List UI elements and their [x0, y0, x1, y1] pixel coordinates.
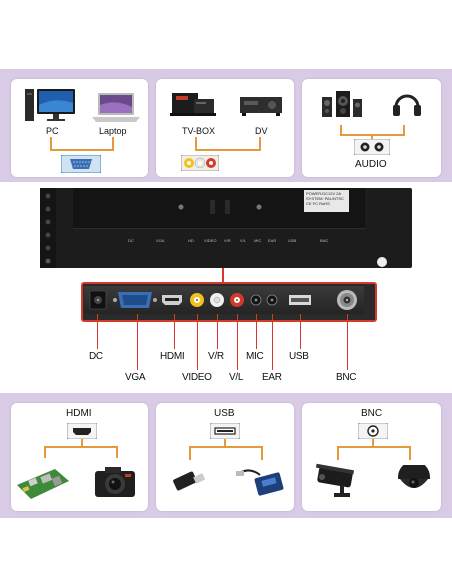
security-camera-icon [315, 463, 355, 497]
bnc-port-icon [358, 423, 388, 439]
card-pc-laptop: PC Laptop [11, 79, 148, 177]
laptop-label: Laptop [99, 126, 127, 136]
card-usb: USB [156, 403, 294, 511]
audio-jack-icon [354, 139, 390, 155]
laptop-icon [92, 93, 140, 122]
back-label-hd: HD [188, 238, 194, 243]
port-label-usb: USB [289, 351, 309, 362]
port-label-vga: VGA [125, 372, 146, 383]
port-label-bnc: BNC [336, 372, 357, 383]
port-panel-connectors [89, 290, 357, 310]
headphones-icon [393, 94, 421, 116]
back-label-vr: V/R [224, 238, 231, 243]
hdmi-port-icon [67, 423, 97, 439]
camera-icon [95, 467, 135, 497]
vga-port-icon [61, 155, 101, 173]
pc-icon [25, 89, 75, 121]
tvbox-icon [170, 93, 216, 116]
port-label-video: VIDEO [182, 372, 212, 383]
back-label-ear: EAR [268, 238, 277, 243]
monitor-screws [178, 200, 262, 214]
raspberry-pi-icon [17, 469, 69, 499]
pc-label: PC [46, 126, 59, 136]
usb-drive-icon [173, 471, 206, 491]
tvbox-label: TV-BOX [182, 126, 216, 136]
port-label-vr: V/R [208, 351, 224, 362]
back-label-vga: VGA [156, 238, 165, 243]
hdmi-title: HDMI [66, 408, 92, 419]
speaker-icon [322, 91, 362, 117]
back-label-bnc: BNC [320, 238, 329, 243]
port-label-dc: DC [89, 351, 103, 362]
monitor-power-led [377, 257, 387, 267]
bnc-title: BNC [361, 408, 383, 419]
usb-port-icon [210, 423, 240, 439]
dv-label: DV [255, 126, 268, 136]
monitor-sticker: POWER:DC12V 2A SYSTEM: PAL/NTSC CE FC Ro… [304, 190, 349, 212]
card-hdmi: HDMI [11, 403, 148, 511]
av-port-icon [181, 155, 219, 171]
card-audio: AUDIO [302, 79, 441, 177]
back-label-usb: USB [288, 238, 297, 243]
port-label-mic: MIC [246, 351, 264, 362]
zoom-connector [222, 268, 224, 283]
port-label-hdmi: HDMI [160, 351, 185, 362]
card-bnc: BNC [302, 403, 441, 511]
usb-title: USB [214, 408, 235, 419]
back-label-mic: MIC [254, 238, 262, 243]
monitor-button-strip [40, 188, 56, 268]
usb-adapter-icon [236, 469, 284, 496]
port-label-vl: V/L [229, 372, 244, 383]
monitor-side-buttons [45, 193, 51, 264]
audio-label: AUDIO [355, 159, 387, 170]
port-label-ear: EAR [262, 372, 282, 383]
back-label-vl: V/L [240, 238, 247, 243]
dv-icon [240, 97, 282, 116]
back-label-dc: DC [128, 238, 134, 243]
card-tvbox-dv: TV-BOX DV [156, 79, 294, 177]
dome-camera-icon [398, 465, 430, 488]
back-label-video: VIDEO [204, 238, 217, 243]
